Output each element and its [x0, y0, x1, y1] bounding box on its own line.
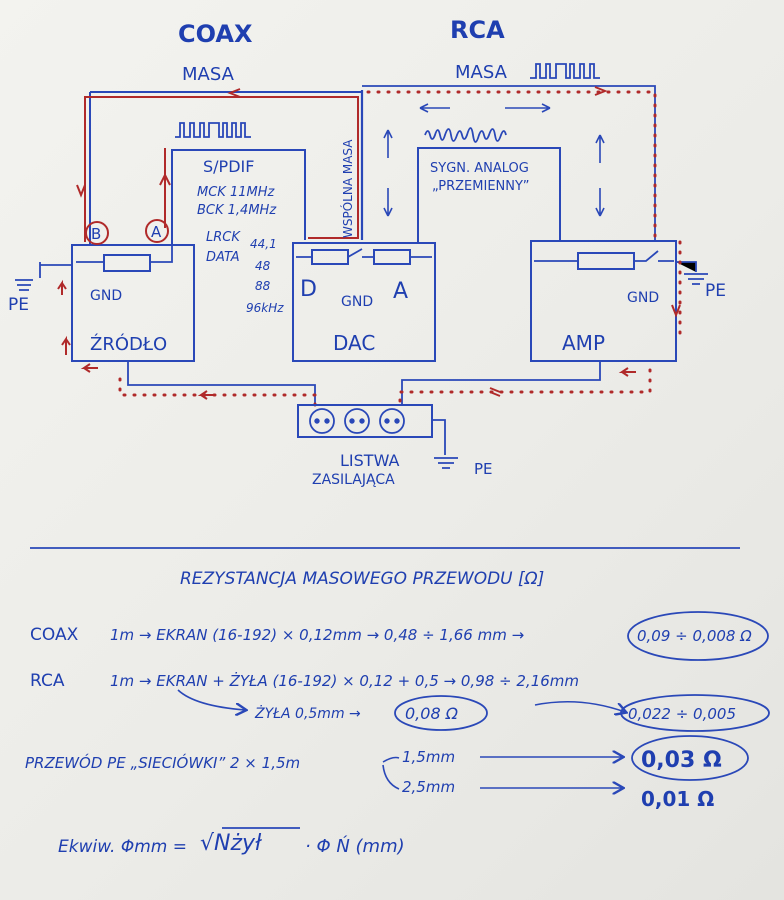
gnd-zrodlo: GND: [90, 288, 122, 304]
pe-opt2: 2,5mm: [402, 778, 455, 796]
rate-96: 96kHz: [246, 301, 284, 315]
amp-resistor: [577, 252, 635, 270]
mck-label: MCK 11MHz: [197, 185, 275, 200]
rca-row-expr: 1m → EKRAN + ŻYŁA (16-192) × 0,12 + 0,5 …: [110, 671, 579, 690]
masa-rca-label: MASA: [455, 62, 508, 83]
rate-88: 88: [255, 279, 271, 293]
rca-sub-arrow: [177, 689, 245, 710]
amp-label: AMP: [562, 331, 605, 355]
amp-box: [530, 240, 677, 362]
gnd-amp: GND: [627, 290, 659, 306]
pe-row-label: PRZEWÓD PE „SIECIÓWKI” 2 × 1,5m: [25, 753, 300, 772]
node-a-label: A: [151, 223, 162, 241]
rca-sub-circle: [394, 695, 488, 731]
dac-d-label: D: [300, 277, 317, 302]
rate-48: 48: [255, 259, 271, 273]
rca-sub-result: 0,08 Ω: [405, 704, 459, 723]
power-strip-pe-wire: [432, 419, 446, 455]
power-sockets: [309, 408, 405, 434]
rca-row-label: RCA: [30, 671, 65, 691]
dac-resistor-left: [311, 249, 349, 265]
sygn-label-2: „PRZEMIENNY”: [432, 179, 529, 194]
power-strip: [297, 404, 433, 438]
zasilajaca-label: ZASILAJĄCA: [312, 472, 395, 488]
digital-wave-top: [530, 63, 600, 79]
data-label: DATA: [206, 250, 240, 265]
gnd-dac: GND: [341, 294, 373, 310]
rca-row-result: 0,022 ÷ 0,005: [628, 705, 736, 723]
node-a: [145, 219, 169, 243]
analog-signal-wire: [417, 147, 561, 243]
wspolna-masa-label: WSPÓLNA MASA: [340, 139, 355, 238]
pe-left: PE: [8, 295, 29, 315]
pe-opt1: 1,5mm: [402, 748, 455, 766]
rca-header: RCA: [450, 16, 505, 44]
table-title: REZYSTANCJA MASOWEGO PRZEWODU [Ω]: [180, 569, 544, 589]
bck-label: BCK 1,4MHz: [197, 203, 277, 218]
zrodlo-label: ŹRÓDŁO: [90, 333, 167, 355]
pe-ground-symbol-left: [15, 262, 72, 291]
coax-row-label: COAX: [30, 625, 79, 645]
dac-label: DAC: [333, 331, 375, 355]
pe-res2: 0,01 Ω: [641, 787, 714, 811]
dac-resistor-right: [373, 249, 411, 265]
dac-box: [292, 242, 436, 362]
zrodlo-resistor: [103, 254, 151, 272]
listwa-label: LISTWA: [340, 451, 400, 470]
formula-rhs: · Φ Ń (mm): [305, 835, 405, 857]
pe-res1: 0,03 Ω: [641, 748, 722, 773]
pe-ground-symbol-right: [676, 261, 708, 285]
pe-right: PE: [705, 281, 726, 301]
ground-loop-coax-red: [84, 96, 359, 242]
node-b: [85, 221, 109, 245]
sygn-label-1: SYGN. ANALOG: [430, 161, 529, 176]
power-wire-left: [127, 361, 316, 405]
coax-header: COAX: [178, 20, 253, 48]
formula-lhs: Ekwiw. Φmm =: [58, 837, 187, 857]
rca-top-wire: [362, 85, 656, 241]
masa-coax-label: MASA: [182, 64, 235, 85]
formula-sqrt: √Nżył: [200, 831, 262, 856]
analog-wave: [424, 127, 507, 143]
rca-sub-label: ŻYŁA 0,5mm →: [254, 704, 361, 722]
pe-result-circle: [631, 735, 749, 781]
dac-a-label: A: [393, 279, 408, 304]
rate-44: 44,1: [250, 237, 277, 251]
pe-strip: PE: [474, 460, 493, 478]
coax-result-circle: [627, 611, 769, 661]
coax-row-expr: 1m → EKRAN (16-192) × 0,12mm → 0,48 ÷ 1,…: [110, 626, 524, 644]
spdif-label: S/PDIF: [203, 157, 254, 176]
ground-loop-rca-dotted: [118, 90, 682, 407]
pe-ground-symbol-strip: [434, 457, 458, 469]
lrck-label: LRCK: [206, 230, 241, 245]
spdif-signal-wire: [171, 149, 306, 245]
zrodlo-box: [71, 244, 195, 362]
coax-row-result: 0,09 ÷ 0,008 Ω: [637, 627, 752, 645]
node-b-label: B: [91, 225, 101, 243]
digital-wave-spdif: [175, 122, 251, 138]
power-wire-right: [401, 361, 601, 405]
